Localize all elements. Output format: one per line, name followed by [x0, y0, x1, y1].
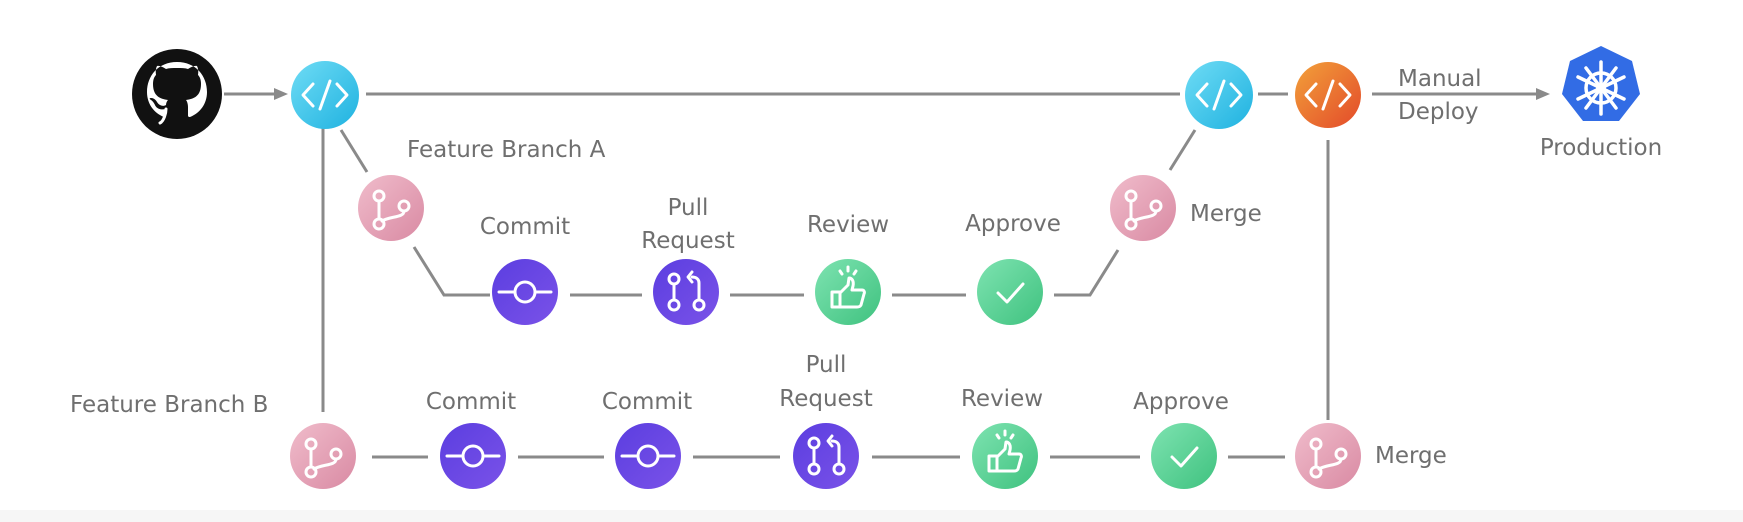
branch-a-merge-label: Merge [1190, 201, 1262, 227]
branch-a-request-label: Request [641, 228, 734, 254]
git-commit-icon [497, 280, 553, 304]
thumbs-up-icon [987, 429, 1023, 473]
branch-a-commit-label: Commit [480, 214, 570, 240]
arrowhead-production [1536, 88, 1550, 100]
branch-b-review-node [972, 423, 1038, 489]
branch-b-review-label: Review [961, 386, 1043, 412]
branch-b-label: Feature Branch B [70, 392, 268, 418]
branch-b-merge-node [1295, 423, 1361, 489]
git-branch-icon [1309, 437, 1348, 479]
branch-b-approve-node [1151, 423, 1217, 489]
branch-a-commit-node [492, 259, 558, 325]
git-commit-icon [445, 444, 501, 468]
branch-a-label: Feature Branch A [407, 137, 606, 163]
branch-b-pull-request-node [793, 423, 859, 489]
branch-b-commit-node-1 [440, 423, 506, 489]
bottom-band [0, 510, 1743, 522]
branch-b-pull-label: Pull [806, 352, 847, 378]
code-icon [1304, 79, 1352, 111]
github-icon [132, 49, 222, 139]
connector-branch-a-to-commit [412, 246, 490, 297]
branch-a-review-node [815, 259, 881, 325]
branch-a-merge-node [1110, 175, 1176, 241]
arrowhead-code [274, 88, 288, 100]
git-branch-icon [304, 437, 343, 479]
git-pull-request-icon [667, 270, 706, 312]
code-node-start [291, 61, 359, 129]
connector-code-to-branch-a [339, 129, 369, 173]
code-icon [301, 79, 349, 111]
production-label: Production [1540, 135, 1662, 161]
branch-b-merge-label: Merge [1375, 443, 1447, 469]
git-branch-icon [1124, 189, 1163, 231]
deploy-node [1295, 62, 1361, 128]
branch-a-approve-label: Approve [965, 211, 1061, 237]
deploy-label-line1: Manual [1398, 66, 1482, 92]
branch-a-pull-label: Pull [668, 195, 709, 221]
connector-merge-a-to-code [1168, 129, 1197, 171]
branch-a-review-label: Review [807, 212, 889, 238]
branch-b-commit-2-label: Commit [602, 389, 692, 415]
checkmark-icon [996, 282, 1025, 304]
connectors [224, 88, 1550, 459]
branch-b-approve-label: Approve [1133, 389, 1229, 415]
connector-approve-to-merge-a [1054, 249, 1120, 297]
branch-a-pull-request-node [653, 259, 719, 325]
git-pull-request-icon [807, 434, 846, 476]
branch-b-request-label: Request [779, 386, 872, 412]
code-icon [1195, 79, 1243, 111]
branch-a-approve-node [977, 259, 1043, 325]
branch-b-commit-1-label: Commit [426, 389, 516, 415]
git-commit-icon [620, 444, 676, 468]
branch-b-commit-node-2 [615, 423, 681, 489]
labels: Manual Deploy Production Feature Branch … [70, 66, 1662, 469]
code-node-merge [1185, 61, 1253, 129]
branch-a-start-node [358, 175, 424, 241]
checkmark-icon [1170, 446, 1199, 468]
kubernetes-icon [1562, 46, 1640, 121]
deploy-label-line2: Deploy [1398, 99, 1479, 125]
git-branch-icon [372, 189, 411, 231]
branch-b-start-node [290, 423, 356, 489]
thumbs-up-icon [830, 265, 866, 309]
